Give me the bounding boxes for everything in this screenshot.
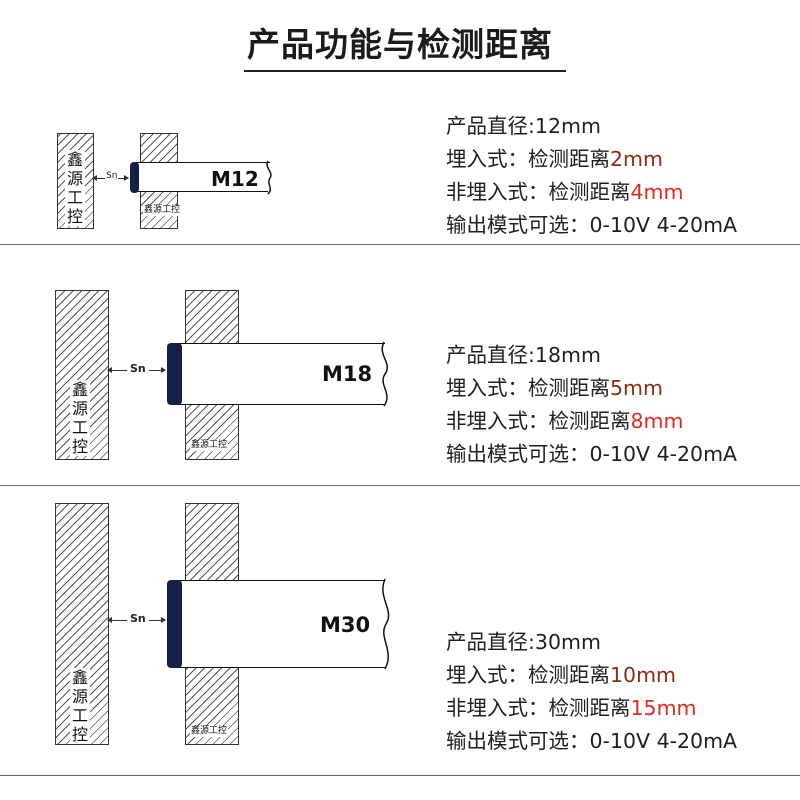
- spec-non-embedded: 非埋入式：检测距离8mm: [446, 409, 684, 433]
- page-title: 产品功能与检测距离: [247, 25, 553, 64]
- spec-embedded: 埋入式：检测距离10mm: [446, 663, 677, 687]
- sensor-body: [175, 343, 385, 405]
- spec-output: 输出模式可选：0-10V 4-20mA: [446, 729, 738, 753]
- spec-embedded: 埋入式：检测距离2mm: [446, 147, 663, 171]
- model-label: M30: [320, 613, 371, 637]
- sensing-face: [167, 580, 182, 668]
- brand-vertical-label: 鑫源工控: [65, 150, 85, 226]
- sensor-body: [136, 162, 270, 192]
- spec-non-embedded: 非埋入式：检测距离4mm: [446, 180, 684, 204]
- spec-list: 产品直径:18mm 埋入式：检测距离5mm 非埋入式：检测距离8mm 输出模式可…: [446, 339, 737, 471]
- divider: [0, 485, 800, 486]
- spec-diameter: 产品直径:18mm: [446, 343, 601, 367]
- title-underline: [244, 70, 566, 72]
- brand-vertical-label: 鑫源工控: [70, 380, 90, 456]
- break-line-icon: [382, 578, 390, 670]
- brand-plate-label: 鑫源工控: [190, 440, 229, 451]
- brand-vertical-label: 鑫源工控: [70, 668, 90, 744]
- brand-plate-label: 鑫源工控: [143, 205, 182, 216]
- spec-output: 输出模式可选：0-10V 4-20mA: [446, 213, 738, 237]
- spec-list: 产品直径:30mm 埋入式：检测距离10mm 非埋入式：检测距离15mm 输出模…: [446, 626, 737, 758]
- spec-embedded: 埋入式：检测距离5mm: [446, 376, 663, 400]
- sensing-face: [167, 343, 182, 405]
- break-line-icon: [266, 160, 272, 195]
- spec-output: 输出模式可选：0-10V 4-20mA: [446, 442, 738, 466]
- spec-list: 产品直径:12mm 埋入式：检测距离2mm 非埋入式：检测距离4mm 输出模式可…: [446, 110, 737, 242]
- spec-diameter: 产品直径:12mm: [446, 114, 601, 138]
- brand-plate-label: 鑫源工控: [190, 726, 229, 737]
- divider: [0, 244, 800, 245]
- model-label: M18: [322, 362, 373, 386]
- target-plate: [55, 503, 109, 745]
- model-label: M12: [211, 167, 259, 191]
- spec-non-embedded: 非埋入式：检测距离15mm: [446, 696, 697, 720]
- sn-label: Sn: [105, 171, 119, 181]
- sn-label: Sn: [127, 612, 149, 625]
- break-line-icon: [381, 341, 388, 407]
- divider: [0, 775, 800, 776]
- spec-diameter: 产品直径:30mm: [446, 630, 601, 654]
- sensing-face: [130, 162, 139, 193]
- sn-label: Sn: [127, 362, 149, 375]
- sensor-body: [175, 580, 385, 668]
